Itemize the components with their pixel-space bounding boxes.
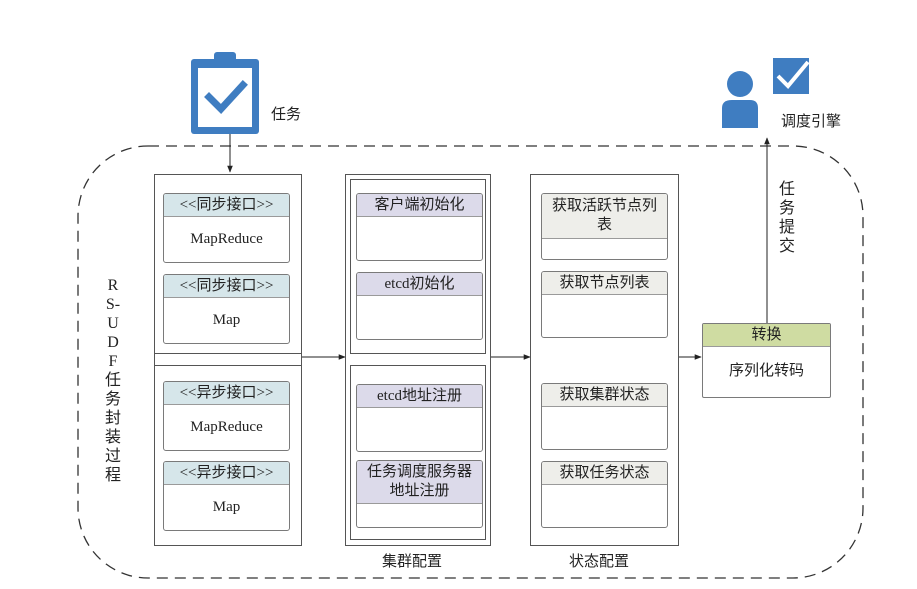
cluster-caption: 集群配置	[382, 554, 443, 570]
async-mapreduce-card: <<异步接口>> MapReduce	[163, 381, 290, 451]
etcd-register-card: etcd地址注册	[356, 384, 483, 452]
boundary-label: RS-UDF 任务封装过程	[104, 277, 121, 484]
sync-map-card: <<同步接口>> Map	[163, 274, 290, 344]
card-body: MapReduce	[190, 231, 263, 247]
convert-header: 转换	[703, 324, 830, 347]
node-list-card: 获取节点列表	[541, 271, 668, 338]
card-body: Map	[212, 312, 241, 328]
card-header: <<同步接口>>	[164, 194, 289, 217]
task-status-card: 获取任务状态	[541, 461, 668, 528]
state-caption: 状态配置	[569, 554, 630, 570]
convert-card: 转换 序列化转码	[702, 323, 831, 398]
active-nodes-card: 获取活跃节点列表	[541, 193, 668, 260]
card-header: etcd地址注册	[357, 385, 482, 408]
client-init-card: 客户端初始化	[356, 193, 483, 261]
card-header: <<异步接口>>	[164, 382, 289, 405]
card-header: 获取活跃节点列表	[542, 194, 667, 239]
boundary-dashed-box	[77, 145, 864, 579]
async-map-card: <<异步接口>> Map	[163, 461, 290, 531]
cluster-status-card: 获取集群状态	[541, 383, 668, 450]
scheduler-register-card: 任务调度服务器地址注册	[356, 460, 483, 528]
card-header: 获取集群状态	[542, 384, 667, 407]
card-body: MapReduce	[190, 419, 263, 435]
clipboard-check-icon	[191, 52, 259, 134]
engine-label: 调度引擎	[781, 114, 842, 130]
card-body: Map	[212, 499, 241, 515]
card-header: 客户端初始化	[357, 194, 482, 217]
sync-mapreduce-card: <<同步接口>> MapReduce	[163, 193, 290, 263]
card-header: <<异步接口>>	[164, 462, 289, 485]
card-header: <<同步接口>>	[164, 275, 289, 298]
card-header: 获取任务状态	[542, 462, 667, 485]
etcd-init-card: etcd初始化	[356, 272, 483, 340]
card-header: 任务调度服务器地址注册	[357, 461, 482, 504]
task-label: 任务	[271, 107, 302, 123]
submit-label: 任务提交	[778, 181, 795, 255]
user-check-icon	[722, 58, 810, 128]
convert-body: 序列化转码	[728, 363, 804, 379]
card-header: etcd初始化	[357, 273, 482, 296]
card-header: 获取节点列表	[542, 272, 667, 295]
